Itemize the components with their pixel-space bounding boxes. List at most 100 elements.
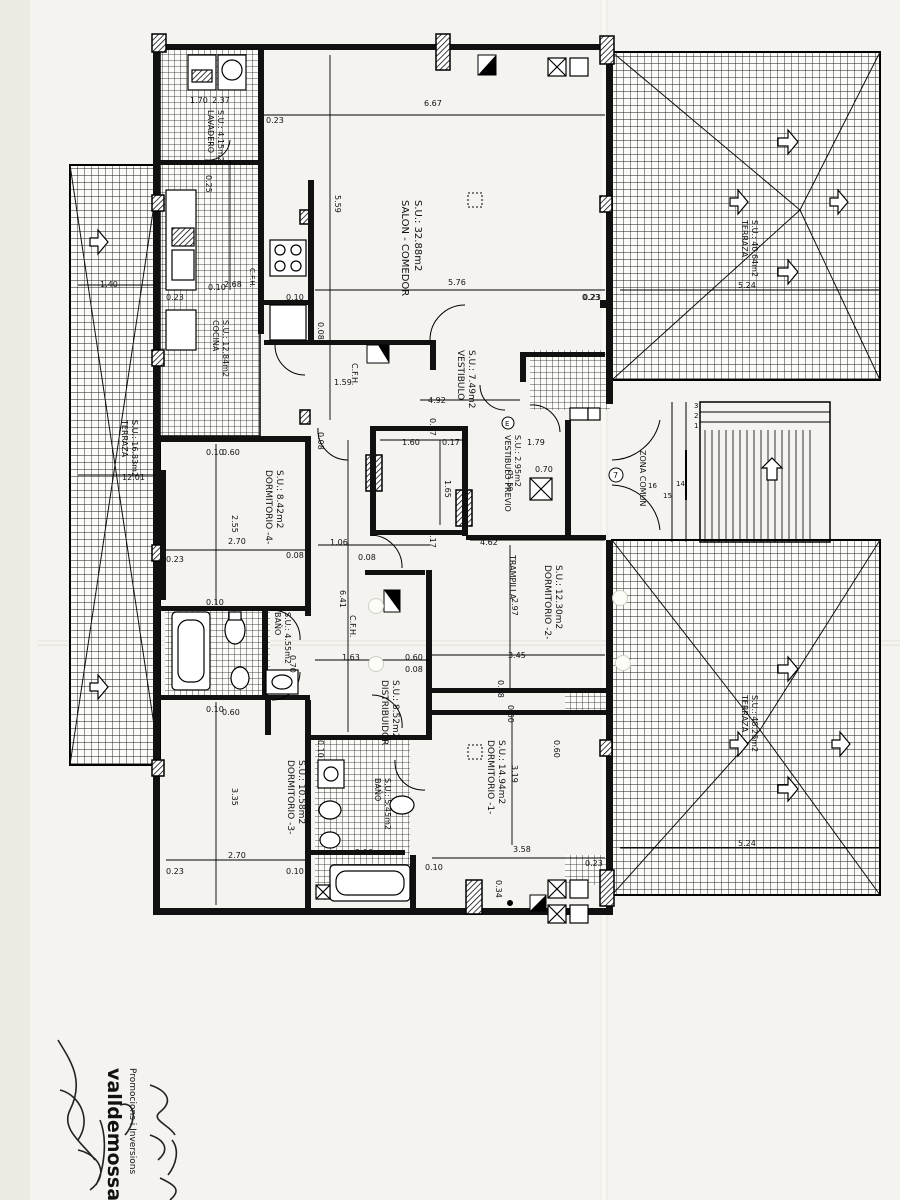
dim: 0.23 bbox=[585, 859, 603, 868]
room-name-cocina: COCINA bbox=[211, 320, 220, 352]
dim: 2.06 bbox=[355, 848, 373, 857]
dim: 1.79 bbox=[527, 438, 545, 447]
room-area-dormitorio-4: S.U.: 8.42m2 bbox=[274, 470, 284, 528]
stair-number: 3 bbox=[694, 402, 698, 410]
company-name: valldemossa s.a. bbox=[103, 1068, 125, 1200]
room-name-salon: SALON - COMEDOR bbox=[399, 200, 410, 296]
dim: 0.10 bbox=[206, 448, 224, 457]
dim: 0.23 bbox=[166, 555, 184, 564]
dim: 0.23 bbox=[266, 116, 284, 125]
dim: 0.10 bbox=[286, 867, 304, 876]
room-name-vestibulo: VESTIBULO bbox=[455, 350, 465, 400]
dim: 0.08 bbox=[358, 553, 376, 562]
dim: 0.10 bbox=[316, 740, 325, 758]
dim: 4.92 bbox=[428, 396, 446, 405]
stair-number: 2 bbox=[694, 412, 698, 420]
push-pin bbox=[615, 655, 631, 671]
dim: 1.40 bbox=[100, 280, 118, 289]
dim: 6.67 bbox=[424, 99, 442, 108]
dim: 0.10 bbox=[286, 293, 304, 302]
stair-number: 1 bbox=[694, 422, 698, 430]
dim: 1.70 bbox=[190, 96, 208, 105]
room-area-dormitorio-3: S.U.: 10.58m2 bbox=[296, 760, 306, 824]
dim: 3.35 bbox=[230, 788, 239, 806]
dim: 0.70 bbox=[535, 465, 553, 474]
dim: 1.59 bbox=[334, 378, 352, 387]
staircase bbox=[671, 401, 831, 543]
dim: 0.10 bbox=[206, 598, 224, 607]
dim: 3.45 bbox=[508, 651, 526, 660]
meter-boxes bbox=[315, 57, 601, 924]
room-name-terraza-bottom: TERRAZA bbox=[740, 694, 749, 733]
entrance-marker: E bbox=[505, 420, 509, 428]
room-name-dormitorio-2: DORMITORIO -2- bbox=[542, 565, 552, 639]
room-area-vestibulo: S.U.: 7.49m2 bbox=[466, 350, 476, 408]
diameter-label: Ø1.50 bbox=[506, 470, 514, 491]
room-area-cocina: S.U.: 12.84m2 bbox=[221, 320, 230, 377]
dim: 5.24 bbox=[738, 281, 756, 290]
dim: 0.60 bbox=[222, 448, 240, 457]
exterior-walls bbox=[153, 44, 613, 915]
dimension-lines bbox=[78, 55, 880, 905]
dim: 3.19 bbox=[510, 765, 519, 783]
drain-arrows bbox=[89, 128, 851, 803]
dim: 0.23 bbox=[166, 867, 184, 876]
terrace-top-tiles bbox=[611, 51, 881, 381]
dim: 4.62 bbox=[480, 538, 498, 547]
dim: 0.17 bbox=[428, 418, 437, 436]
room-name-dormitorio-1: DORMITORIO -1- bbox=[485, 740, 495, 814]
trampilla-label: TRAMPILLA bbox=[508, 554, 517, 600]
dim: 0.23 bbox=[582, 293, 600, 302]
dim: 0.08 bbox=[496, 680, 505, 698]
room-name-bano-1: BAÑO bbox=[273, 612, 283, 635]
dim: 0.17 bbox=[442, 438, 460, 447]
dim: 5.24 bbox=[738, 839, 756, 848]
room-name-dormitorio-4: DORMITORIO -4- bbox=[263, 470, 273, 544]
dim: 0.23 bbox=[166, 293, 184, 302]
room-area-terraza-top: S.U.: 40.64m2 bbox=[750, 220, 759, 277]
room-area-terraza-left: S.U.: 16.83m2 bbox=[130, 420, 139, 477]
room-name-vestibulo-previo: VESTIBULO PREVIO bbox=[503, 435, 512, 512]
dim: 2.37 bbox=[212, 96, 230, 105]
dim: 5.59 bbox=[333, 195, 342, 213]
dim: 2.55 bbox=[230, 515, 239, 533]
stair-numbers: 1 2 3 14 15 16 bbox=[648, 402, 698, 500]
dim: 0.60 bbox=[552, 740, 561, 758]
terrace-slope-lines bbox=[69, 51, 881, 896]
cfh-label-1: C.F.H. bbox=[350, 363, 359, 385]
cfh-boxes bbox=[366, 54, 547, 912]
dim: 2.70 bbox=[228, 537, 246, 546]
dim: 0.34 bbox=[494, 880, 503, 898]
dim: 0.60 bbox=[405, 653, 423, 662]
dim: 0.10 bbox=[425, 863, 443, 872]
stair-number: 16 bbox=[648, 482, 657, 490]
room-name-terraza-top: TERRAZA bbox=[740, 219, 749, 258]
bathroom-fixtures bbox=[171, 611, 415, 902]
door-swings bbox=[204, 139, 661, 791]
room-area-lavadero: S.U.: 4.15m2 bbox=[216, 110, 225, 162]
room-area-terraza-bottom: S.U.: 48.26m2 bbox=[750, 695, 759, 752]
paper-fold-horizontal bbox=[38, 640, 900, 646]
room-name-bano-2: BAÑO bbox=[373, 778, 383, 801]
dim: 0.08 bbox=[286, 551, 304, 560]
room-area-dormitorio-2: S.U.: 12.30m2 bbox=[553, 565, 563, 629]
dim: 2.70 bbox=[228, 851, 246, 860]
dim: 0.10 bbox=[208, 283, 226, 292]
room-area-salon: S.U.: 32.88m2 bbox=[412, 200, 423, 271]
room-area-distribuidor: S.U.: 8.52m2 bbox=[390, 680, 400, 738]
room-name-zona-comun: ZONA COMUN bbox=[638, 450, 647, 506]
zona-comun-number: 7 bbox=[613, 471, 618, 480]
company-stamp: valldemossa s.a. Promocions i Inversions bbox=[103, 1068, 137, 1200]
dim: 0.17 bbox=[428, 530, 437, 548]
stair-number: 15 bbox=[663, 492, 672, 500]
dim: 1.06 bbox=[330, 538, 348, 547]
dim: 0.10 bbox=[206, 705, 224, 714]
dim: 5.76 bbox=[448, 278, 466, 287]
dim: 0.60 bbox=[506, 705, 515, 723]
push-pin bbox=[368, 656, 384, 672]
room-area-bano-2: S.U.: 5.45m2 bbox=[383, 778, 392, 830]
room-name-terraza-left: TERRAZA bbox=[120, 419, 129, 458]
signature bbox=[57, 1039, 178, 1200]
paper-fold-vertical bbox=[600, 0, 608, 1200]
